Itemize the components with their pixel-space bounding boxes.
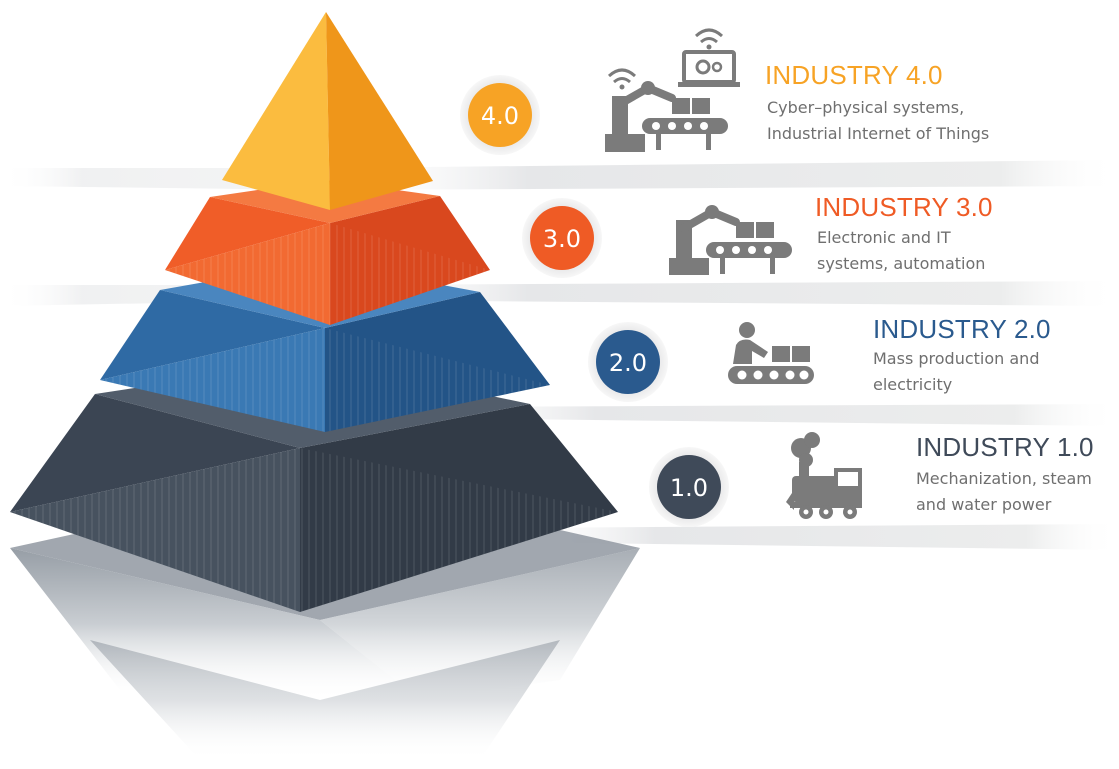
title-industry-2: INDUSTRY 2.0 (873, 314, 1051, 344)
badge-3-circle (530, 206, 594, 270)
badge-1-circle (657, 455, 721, 519)
badge-4-circle (468, 83, 532, 147)
worker-conveyor-icon (728, 322, 814, 384)
badge-1-label: 1.0 (670, 474, 708, 502)
title-industry-1: INDUSTRY 1.0 (916, 432, 1094, 462)
level-row-3: 3.0 INDUSTRY 3.0 Electronic and IT syste… (522, 192, 993, 278)
title-industry-4: INDUSTRY 4.0 (765, 60, 943, 90)
desc-industry-1-line-2: and water power (916, 495, 1052, 514)
badge-2-label: 2.0 (609, 349, 647, 377)
level-row-1: 1.0 INDUSTRY 1.0 Mechaniza (649, 432, 1094, 527)
desc-industry-4-line-1: Cyber–physical systems, (767, 98, 964, 117)
desc-industry-4-line-2: Industrial Internet of Things (767, 124, 989, 143)
desc-industry-1-line-1: Mechanization, steam (916, 469, 1092, 488)
badge-3-label: 3.0 (543, 225, 581, 253)
desc-industry-2-line-2: electricity (873, 375, 952, 394)
shelf-band-2 (420, 404, 1119, 426)
pyramid-tier-4 (222, 12, 433, 210)
desc-industry-2-line-1: Mass production and (873, 349, 1039, 368)
steam-locomotive-icon (786, 432, 862, 519)
shelf-band-3 (330, 281, 1119, 306)
level-row-4: 4.0 (460, 28, 989, 155)
level-row-2: 2.0 INDUSTRY 2.0 Mass production and ele… (588, 314, 1051, 402)
pyramid-tier-1 (10, 360, 618, 612)
desc-industry-3-line-1: Electronic and IT (817, 228, 951, 247)
desc-industry-3-line-2: systems, automation (817, 254, 985, 273)
robot-arm-with-laptop-wifi-icon (605, 28, 740, 152)
title-industry-3: INDUSTRY 3.0 (815, 192, 993, 222)
badge-4-label: 4.0 (481, 102, 519, 130)
shelf-band-4 (330, 160, 1119, 190)
shelf-band-1 (500, 524, 1119, 550)
shelf-bands (0, 160, 1119, 550)
badge-2-circle (596, 330, 660, 394)
robot-arm-conveyor-icon (669, 205, 792, 275)
